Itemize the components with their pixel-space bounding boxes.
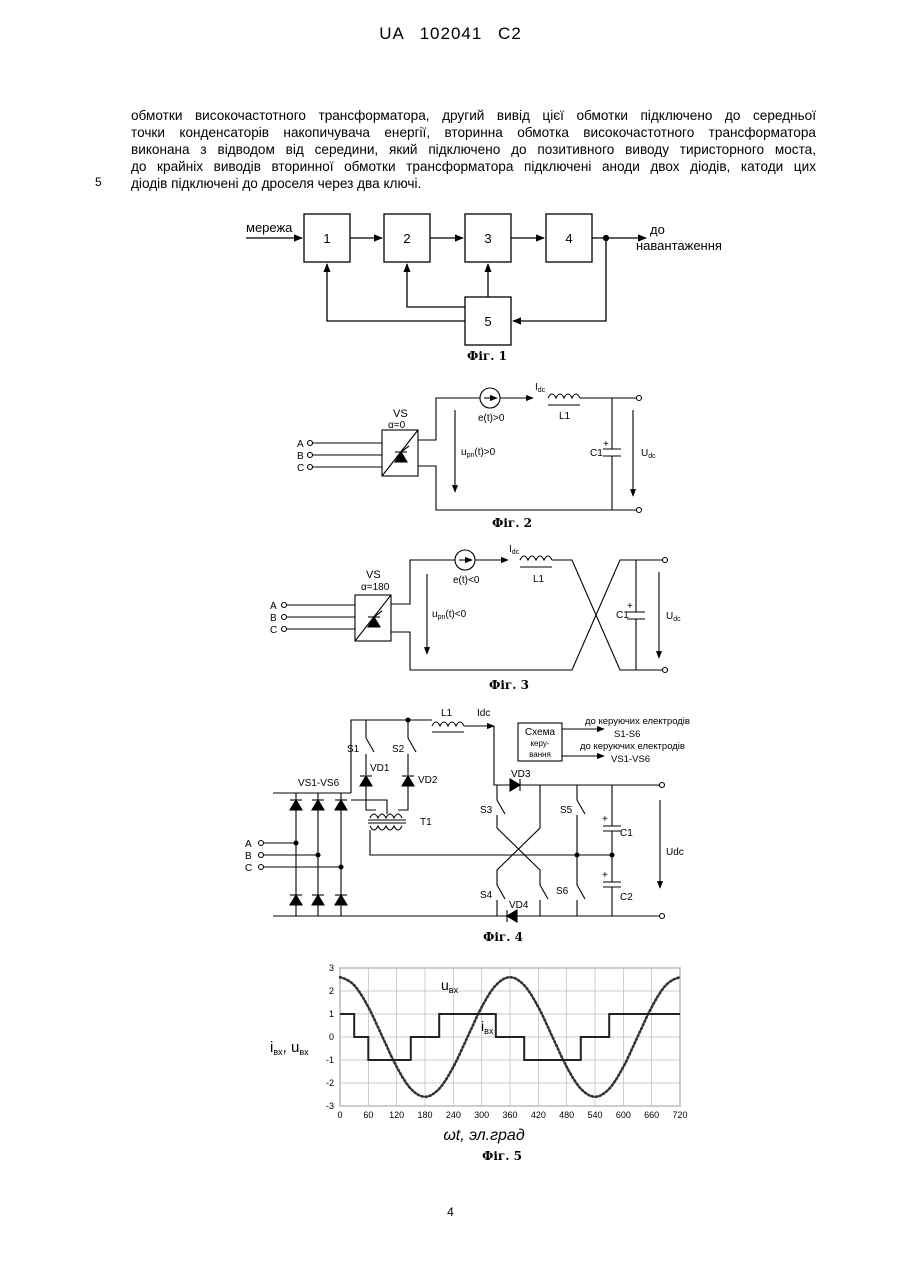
- fig5-x-tick-label: 540: [587, 1110, 602, 1120]
- fig1-label-4: 4: [565, 231, 572, 246]
- fig1-input-label: мережа: [246, 220, 293, 235]
- fig3-inductor-label: L1: [533, 574, 545, 585]
- fig4-t1-label: T1: [420, 817, 432, 828]
- fig4-s6-label: S6: [556, 886, 569, 897]
- fig3-caption: Фіг. 3: [489, 678, 529, 692]
- fig4-output1-line1: до керуючих електродів: [585, 716, 690, 727]
- fig5-x-tick-label: 300: [474, 1110, 489, 1120]
- fig4-vd3-label: VD3: [511, 769, 531, 780]
- fig2-inductor-label: L1: [559, 411, 571, 422]
- fig5-x-tick-label: 240: [446, 1110, 461, 1120]
- fig3-vs-label: VS: [366, 569, 381, 581]
- fig3-circuit: [282, 550, 668, 673]
- fig2-phase-b: B: [297, 451, 304, 462]
- fig4-control-line2: керу-: [530, 739, 549, 748]
- fig2-cap-plus: +: [603, 439, 609, 450]
- fig4-output2-line1: до керуючих електродів: [580, 741, 685, 752]
- fig2-emf-label: e(t)>0: [478, 413, 505, 424]
- fig2-caption: Фіг. 2: [492, 516, 532, 530]
- fig4-udc-label: Udc: [666, 847, 684, 858]
- fig2-alpha-label: α=0: [388, 420, 406, 431]
- fig4-vd2-label: VD2: [418, 775, 438, 786]
- fig4-phase-b: B: [245, 851, 252, 862]
- fig4-s2-label: S2: [392, 744, 405, 755]
- fig5-x-tick-label: 480: [559, 1110, 574, 1120]
- fig2-phase-a: A: [297, 439, 304, 450]
- fig5-caption: Фіг. 5: [482, 1149, 522, 1163]
- fig4-output1-line2: S1-S6: [614, 729, 640, 740]
- fig1-label-3: 3: [484, 231, 491, 246]
- fig3-alpha-label: α=180: [361, 582, 390, 593]
- fig5-y-tick-label: 0: [329, 1032, 334, 1042]
- fig3-phase-b: B: [270, 613, 277, 624]
- fig1-block-diagram: [246, 214, 646, 345]
- fig3-phase-c: C: [270, 625, 277, 636]
- fig3-udc-label: Udc: [666, 611, 681, 623]
- fig5-x-ticks: 0 60 120 180 240 300 360 420 480 540 600 660 720: [337, 1110, 687, 1120]
- fig3-voltage-label: upn(t)<0: [432, 609, 467, 621]
- fig4-vd1-label: VD1: [370, 763, 390, 774]
- fig4-vd4-label: VD4: [509, 900, 529, 911]
- fig5-x-tick-label: 720: [672, 1110, 687, 1120]
- page-number: 4: [0, 1205, 901, 1219]
- fig5-y-axis-label: iвх, uвх: [270, 1039, 309, 1057]
- fig5-x-tick-label: 600: [616, 1110, 631, 1120]
- fig4-c1-plus: +: [602, 814, 608, 825]
- fig1-caption: Фіг. 1: [467, 349, 507, 363]
- fig4-c1-label: C1: [620, 828, 633, 839]
- fig5-x-tick-label: 180: [417, 1110, 432, 1120]
- fig4-s3-label: S3: [480, 805, 493, 816]
- fig5-x-tick-label: 120: [389, 1110, 404, 1120]
- fig4-c2-label: C2: [620, 892, 633, 903]
- fig4-phase-a: A: [245, 839, 252, 850]
- fig4-bridge-label: VS1-VS6: [298, 778, 340, 789]
- fig4-s5-label: S5: [560, 805, 573, 816]
- fig4-output2-line2: VS1-VS6: [611, 754, 650, 765]
- fig4-current-label: Idc: [477, 708, 490, 719]
- fig5-x-axis-label: ωt, эл.град: [443, 1127, 524, 1144]
- fig5-x-tick-label: 660: [644, 1110, 659, 1120]
- fig4-phase-c: C: [245, 863, 252, 874]
- fig5-series-u-label: uвх: [441, 977, 459, 995]
- fig5-y-tick-label: 1: [329, 1009, 334, 1019]
- fig1-output-label-2: навантаження: [636, 238, 722, 253]
- fig4-control-line3: вання: [529, 750, 551, 759]
- fig5-series-i-label: iвх: [481, 1018, 494, 1036]
- fig4-s1-label: S1: [347, 744, 360, 755]
- fig5-x-tick-label: 360: [502, 1110, 517, 1120]
- fig2-phase-c: C: [297, 463, 304, 474]
- fig5-y-tick-label: 3: [329, 963, 334, 973]
- fig5-y-tick-label: -2: [326, 1078, 334, 1088]
- fig2-udc-label: Udc: [641, 448, 656, 460]
- fig4-c2-plus: +: [602, 870, 608, 881]
- fig3-current-label: Idc: [509, 544, 520, 556]
- fig3-emf-label: e(t)<0: [453, 575, 480, 586]
- fig4-s4-label: S4: [480, 890, 493, 901]
- fig4-caption: Фіг. 4: [483, 930, 523, 944]
- fig4-inductor-label: L1: [441, 708, 453, 719]
- fig2-capacitor-label: C1: [590, 448, 603, 459]
- fig2-voltage-label: upn(t)>0: [461, 447, 496, 459]
- fig3-cap-plus: +: [627, 601, 633, 612]
- fig1-label-2: 2: [403, 231, 410, 246]
- fig5-x-tick-label: 60: [363, 1110, 373, 1120]
- fig5-chart: 3 2 1 0 -1 -2 -3 0 60 120 180 240 300 360 420 480 540 60…: [270, 963, 688, 1144]
- fig1-output-label-1: до: [650, 222, 665, 237]
- fig3-phase-a: A: [270, 601, 277, 612]
- fig2-vs-label: VS: [393, 408, 408, 420]
- fig5-y-tick-label: -1: [326, 1055, 334, 1065]
- fig1-label-1: 1: [323, 231, 330, 246]
- fig4-control-line1: Схема: [525, 727, 556, 738]
- fig5-y-tick-label: -3: [326, 1101, 334, 1111]
- fig5-y-ticks: 3 2 1 0 -1 -2 -3: [326, 963, 334, 1111]
- fig1-label-5: 5: [484, 314, 491, 329]
- fig5-x-tick-label: 0: [337, 1110, 342, 1120]
- fig2-current-label: Idc: [535, 382, 546, 394]
- fig5-y-tick-label: 2: [329, 986, 334, 996]
- fig5-x-tick-label: 420: [531, 1110, 546, 1120]
